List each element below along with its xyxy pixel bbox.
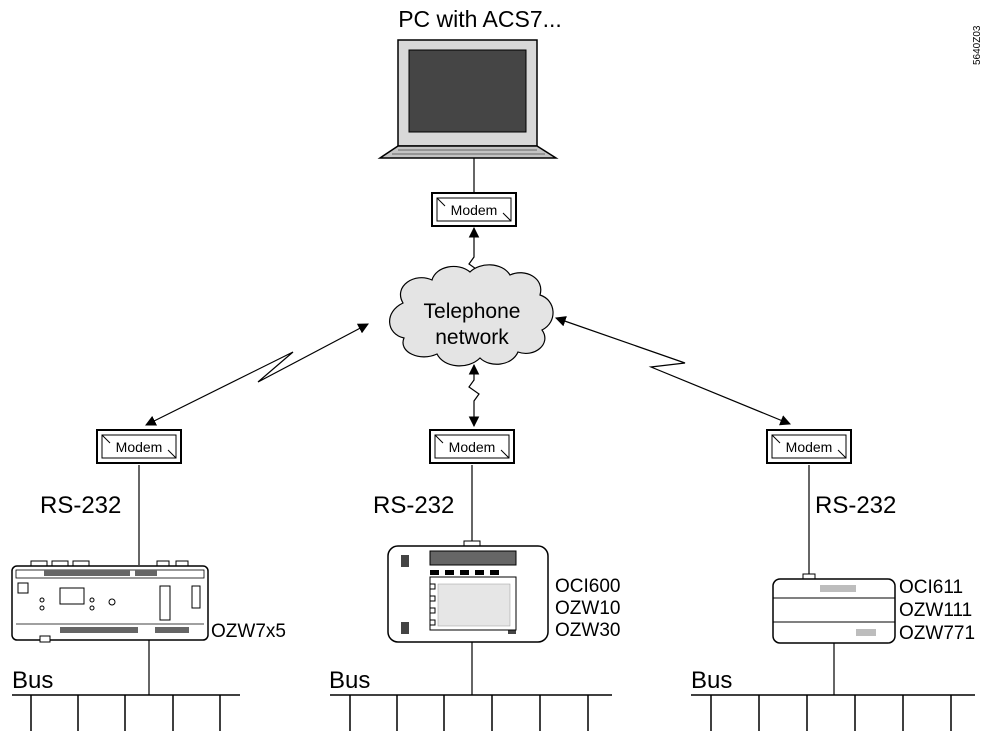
laptop-icon: [377, 39, 559, 159]
modem-center: Modem: [429, 429, 515, 464]
modem-right: Modem: [766, 429, 852, 464]
pc-label: PC with ACS7...: [398, 6, 562, 32]
device-oci611: [772, 573, 896, 644]
modem-label: Modem: [451, 202, 498, 218]
left-wireless-link: [145, 323, 369, 426]
device-label-ozw771: OZW771: [899, 623, 975, 644]
document-id: 5640Z03: [972, 25, 983, 65]
modem-label: Modem: [116, 439, 163, 455]
right-wireless-link: [554, 316, 791, 426]
cloud-label-line1: Telephone: [424, 300, 521, 323]
modem-label: Modem: [449, 439, 496, 455]
telephone-network-cloud: Telephone network: [389, 264, 554, 367]
modem-top: Modem: [431, 192, 517, 227]
device-ozw7x5: [11, 560, 209, 643]
device-oci600: [387, 540, 549, 643]
rs232-label-center: RS-232: [373, 492, 454, 519]
rs232-label-left: RS-232: [40, 492, 121, 519]
device-label-ozw111: OZW111: [899, 600, 972, 621]
rs232-label-right: RS-232: [815, 492, 896, 519]
cloud-label-line2: network: [435, 326, 509, 349]
device-label-ozw10: OZW10: [555, 598, 620, 619]
device-label-ozw7x5: OZW7x5: [211, 621, 286, 642]
bus-left: [12, 694, 240, 731]
modem-label: Modem: [786, 439, 833, 455]
bus-label-center: Bus: [329, 667, 370, 694]
device-label-oci611: OCI611: [899, 577, 963, 598]
device-label-ozw30: OZW30: [555, 620, 620, 641]
bus-label-left: Bus: [12, 667, 53, 694]
bus-center: [330, 694, 612, 731]
center-wireless-link: [468, 363, 480, 428]
device-label-oci600: OCI600: [555, 576, 620, 597]
bus-label-right: Bus: [691, 667, 732, 694]
bus-right: [691, 694, 975, 731]
modem-left: Modem: [96, 429, 182, 464]
